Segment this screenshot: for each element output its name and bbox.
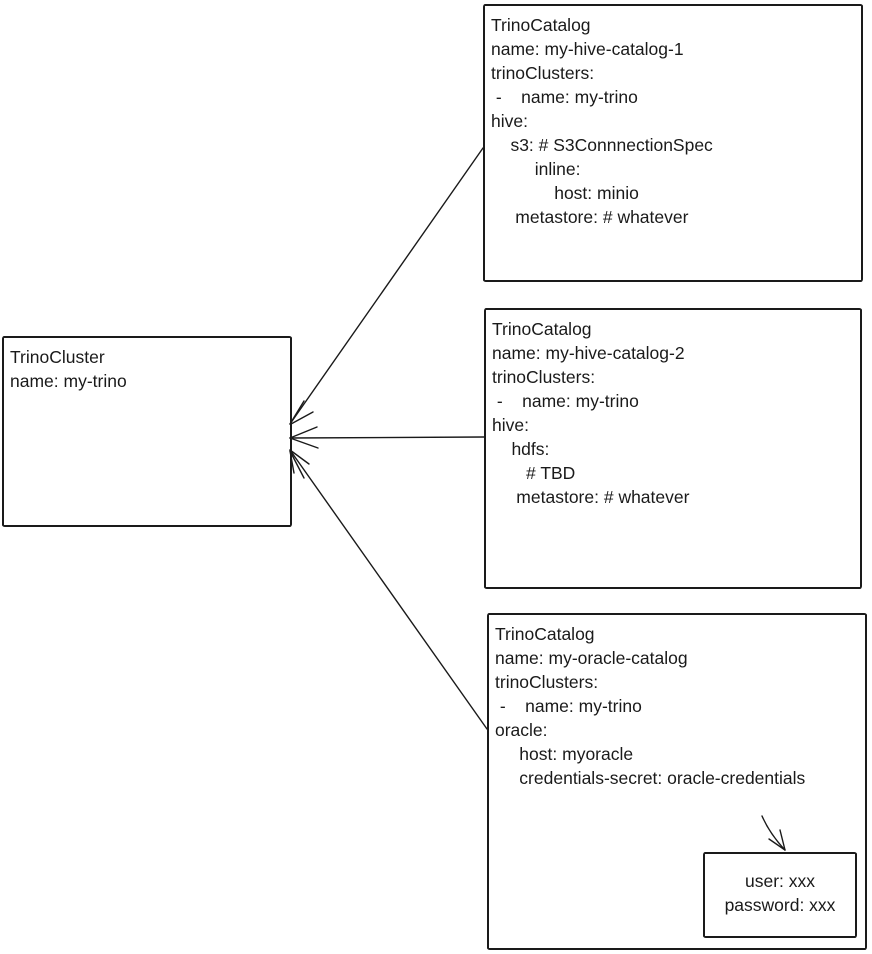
connector-catalog1-to-cluster xyxy=(289,147,484,425)
trino-catalog-box-hive-1: TrinoCatalog name: my-hive-catalog-1 tri… xyxy=(483,4,863,282)
connector-catalog2-to-cluster xyxy=(289,426,485,449)
trino-catalog-box-hive-2: TrinoCatalog name: my-hive-catalog-2 tri… xyxy=(484,308,862,589)
trino-cluster-box: TrinoCluster name: my-trino xyxy=(2,336,292,527)
credentials-secret-box: user: xxx password: xxx xyxy=(703,852,857,938)
connector-catalog3-to-cluster xyxy=(289,449,488,730)
